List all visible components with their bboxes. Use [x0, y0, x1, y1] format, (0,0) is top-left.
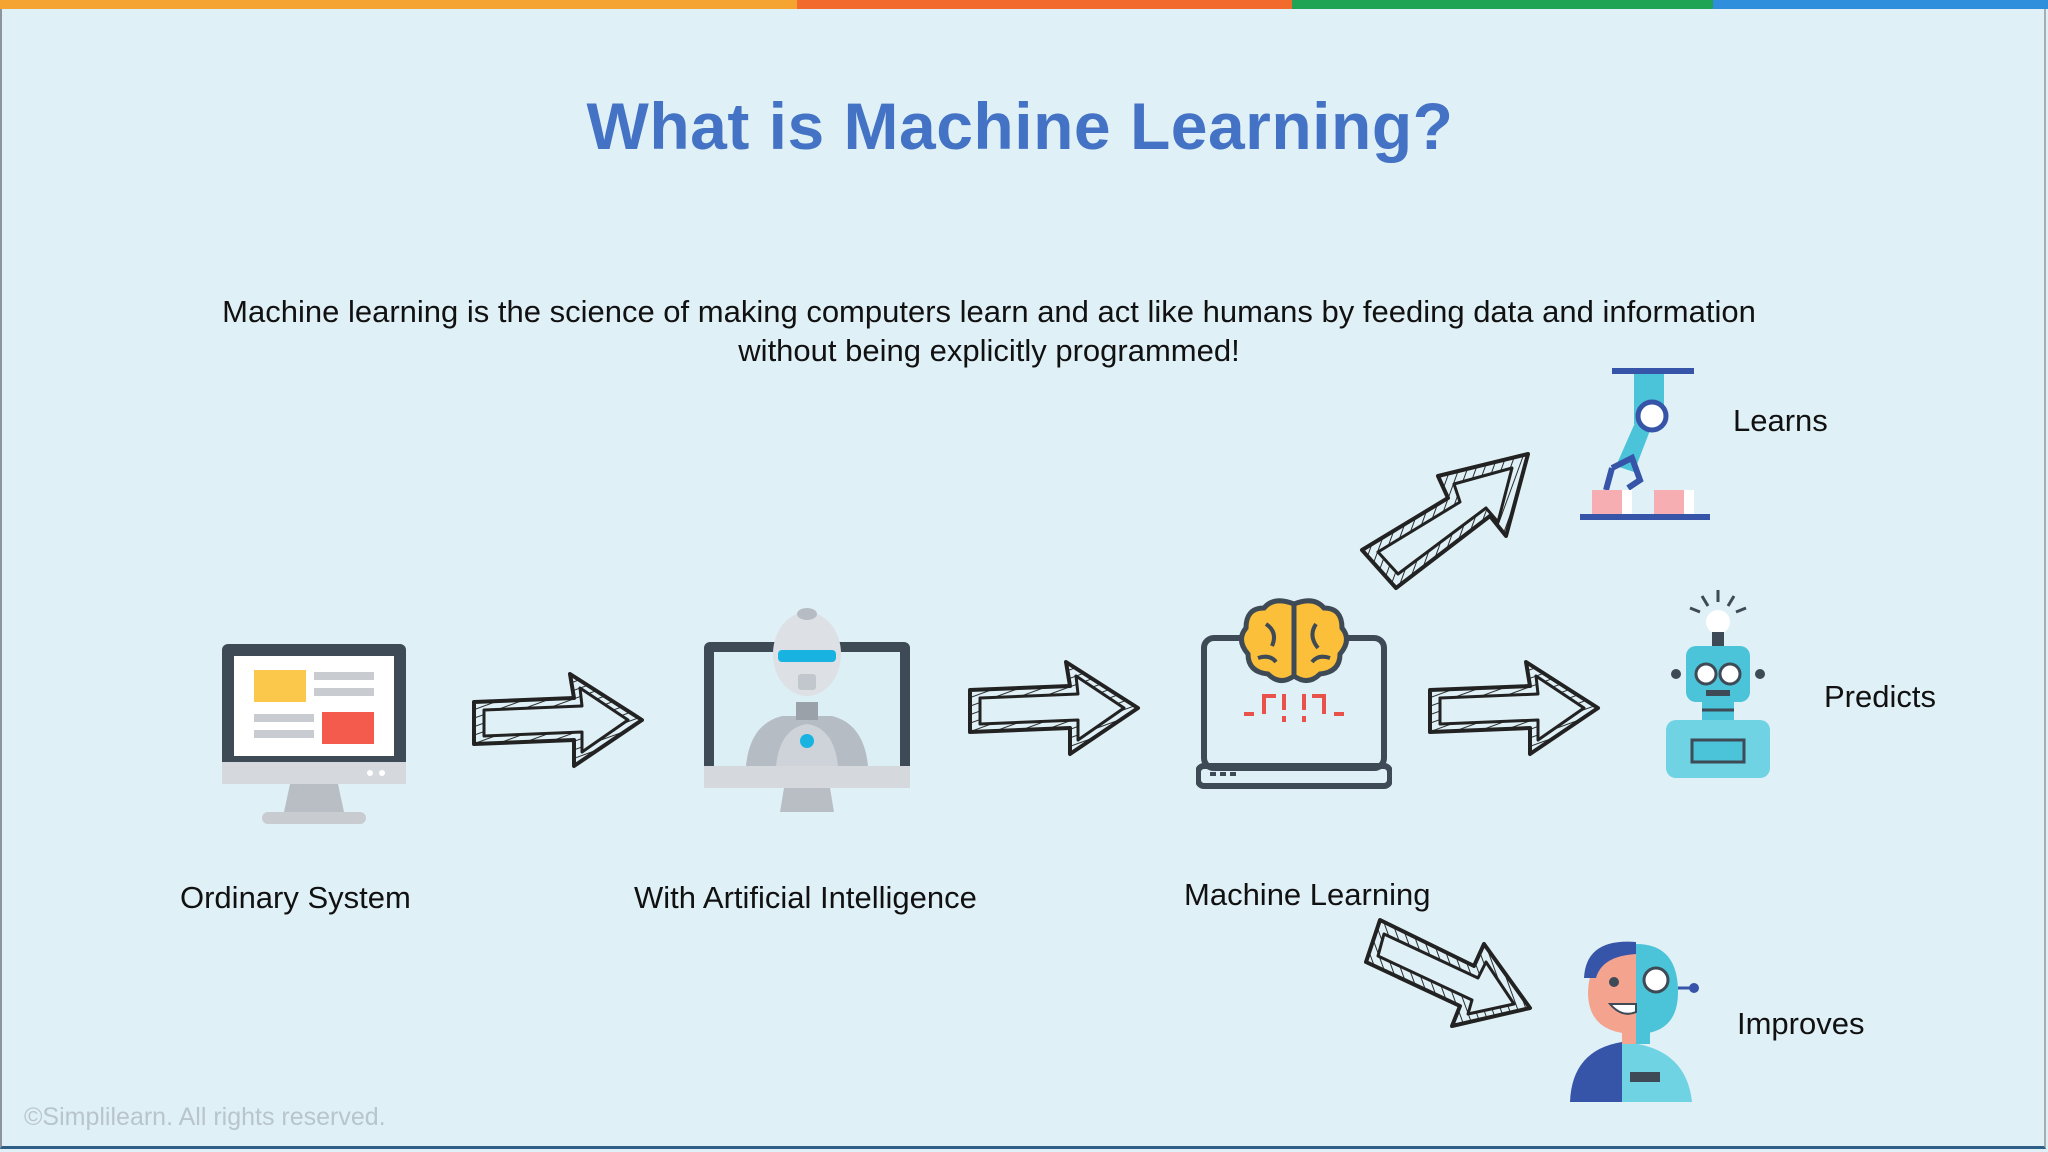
outcome-label-improves: Improves — [1737, 1006, 1865, 1041]
stage-label-ordinary-system: Ordinary System — [180, 880, 411, 915]
copyright-notice: ©Simplilearn. All rights reserved. — [24, 1103, 386, 1131]
arrow-down-right-icon — [1364, 918, 1532, 1028]
brain-laptop-icon — [1196, 598, 1392, 789]
stage-label-machine-learning: Machine Learning — [1184, 877, 1431, 912]
half-human-half-robot-icon — [1570, 941, 1699, 1102]
slide-title: What is Machine Learning? — [586, 89, 1454, 163]
desktop-monitor-icon — [222, 644, 406, 824]
outcome-label-learns: Learns — [1733, 403, 1828, 438]
arrow-up-right-icon — [1360, 452, 1530, 590]
robot-lightbulb-icon — [1666, 590, 1770, 778]
robot-in-monitor-icon — [704, 608, 910, 812]
slide-frame — [0, 9, 2046, 1149]
outcome-label-predicts: Predicts — [1824, 679, 1936, 714]
robotic-arm-icon — [1580, 368, 1710, 520]
arrow-right-icon — [472, 672, 644, 768]
arrow-right-icon — [1428, 660, 1600, 756]
slide-description: Machine learning is the science of makin… — [222, 294, 1756, 368]
arrow-right-icon — [968, 660, 1140, 756]
top-color-bar — [0, 0, 2048, 9]
stage-label-artificial-intelligence: With Artificial Intelligence — [634, 880, 977, 915]
